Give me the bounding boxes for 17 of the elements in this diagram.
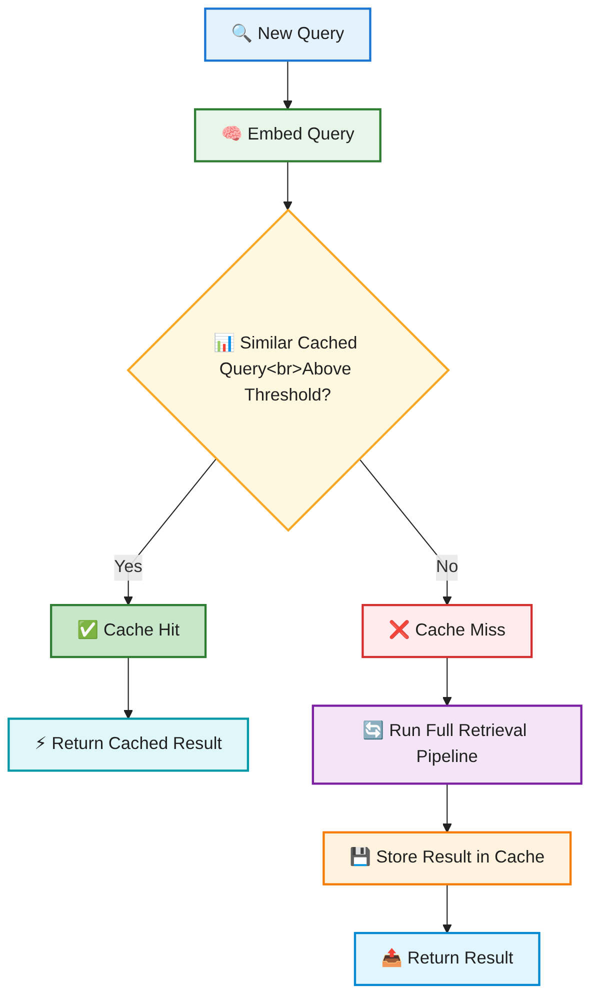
arrow — [282, 60, 292, 110]
arrow — [124, 657, 134, 720]
arrow — [442, 657, 452, 706]
node-box: ❌ Cache Miss — [362, 604, 533, 658]
node-diamond: 📊 Similar Cached Query<br>Above Threshold? — [126, 208, 450, 532]
arrow — [442, 884, 452, 934]
node-box: 🔍 New Query — [204, 8, 372, 62]
node-box: ⚡ Return Cached Result — [8, 718, 250, 772]
node-box: 💾 Store Result in Cache — [322, 831, 572, 886]
node-box: ✅ Cache Hit — [50, 604, 207, 658]
node-box: 🔄 Run Full Retrieval Pipeline — [312, 704, 582, 785]
node-box: 📤 Return Result — [354, 932, 540, 986]
edge-label: No — [436, 558, 458, 576]
edge-label: Yes — [114, 558, 142, 576]
arrow — [442, 784, 452, 833]
node-box: 🧠 Embed Query — [194, 108, 382, 162]
arrow — [282, 161, 292, 210]
